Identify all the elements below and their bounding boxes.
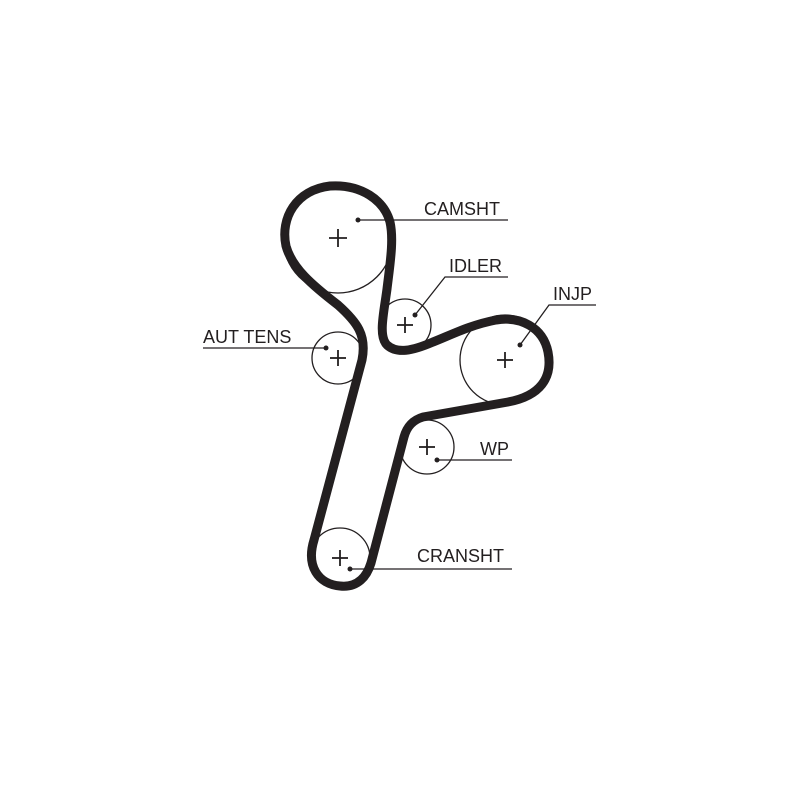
idler-pulley [378, 298, 432, 352]
auto-tensioner-leader [203, 345, 329, 351]
injection-pump-center-mark [497, 352, 513, 368]
water-pump-center-mark [419, 439, 435, 455]
camshaft-pulley [282, 182, 394, 294]
injection-pump-label: INJP [553, 284, 592, 304]
crankshaft-center-mark [332, 550, 348, 566]
water-pump-pulley [399, 419, 455, 475]
auto-tensioner-label: AUT TENS [203, 327, 291, 347]
crankshaft-leader [347, 566, 512, 572]
injection-pump-leader [517, 304, 596, 348]
camshaft-center-mark [329, 229, 347, 247]
auto-tensioner-pulley [311, 331, 365, 385]
crankshaft-pulley [309, 527, 371, 589]
water-pump-label: WP [480, 439, 509, 459]
timing-belt [280, 181, 554, 591]
auto-tensioner-center-mark [330, 350, 346, 366]
idler-center-mark [397, 317, 413, 333]
camshaft-label: CAMSHT [424, 199, 500, 219]
camshaft-leader [355, 217, 508, 223]
water-pump-leader [434, 457, 512, 463]
injection-pump-pulley [459, 314, 551, 406]
idler-label: IDLER [449, 256, 502, 276]
idler-leader [412, 276, 508, 318]
crankshaft-label: CRANSHT [417, 546, 504, 566]
